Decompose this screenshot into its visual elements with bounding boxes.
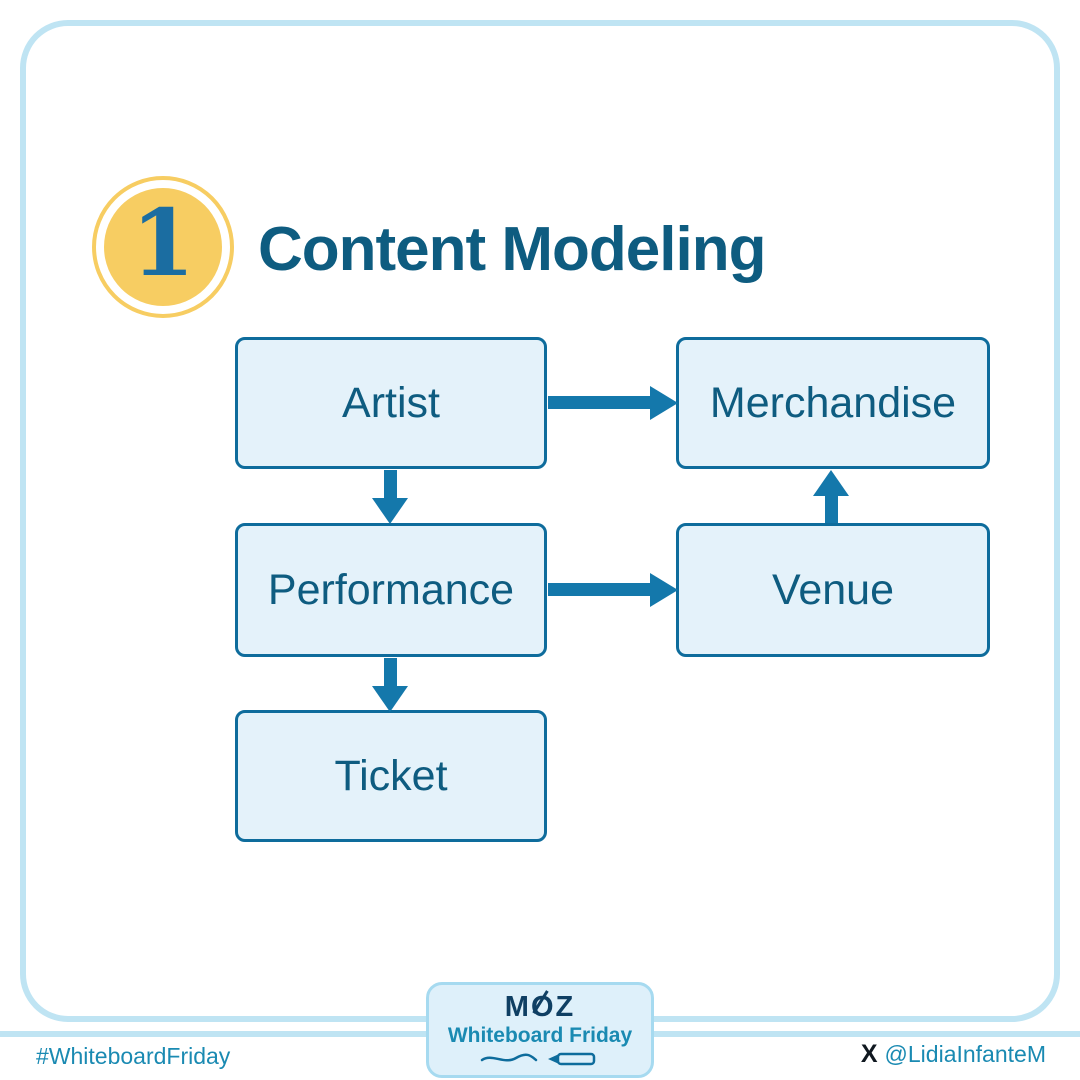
arrow-performance-to-venue-head-icon — [650, 573, 678, 607]
step-number: 1 — [130, 189, 195, 297]
rounded-frame-border — [20, 20, 1060, 1022]
footer-handle-group: X @LidiaInfanteM — [861, 1041, 1046, 1068]
footer-handle-text: @LidiaInfanteM — [884, 1041, 1046, 1067]
arrow-artist-to-merchandise-head-icon — [650, 386, 678, 420]
node-venue-label: Venue — [772, 565, 894, 614]
arrow-artist-to-performance-head-icon — [372, 498, 408, 524]
node-merchandise: Merchandise — [676, 337, 990, 469]
arrow-venue-to-merchandise-shaft — [825, 494, 838, 523]
arrow-artist-to-merchandise-shaft — [548, 396, 652, 409]
whiteboard-friday-label: Whiteboard Friday — [447, 1023, 633, 1047]
node-artist: Artist — [235, 337, 547, 469]
node-ticket-label: Ticket — [334, 751, 448, 800]
node-performance-label: Performance — [267, 565, 515, 614]
moz-whiteboard-friday-badge: MOZ Whiteboard Friday — [426, 982, 654, 1078]
node-merchandise-label: Merchandise — [709, 378, 957, 427]
marker-pen-doodle-icon — [480, 1052, 596, 1066]
arrow-performance-to-ticket-shaft — [384, 658, 397, 688]
footer-hashtag: #WhiteboardFriday — [36, 1043, 231, 1069]
node-artist-label: Artist — [342, 378, 440, 427]
arrow-performance-to-ticket-head-icon — [372, 686, 408, 712]
node-ticket: Ticket — [235, 710, 547, 842]
step-number-badge: 1 — [92, 176, 234, 318]
node-venue: Venue — [676, 523, 990, 657]
arrow-performance-to-venue-shaft — [548, 583, 652, 596]
page-title: Content Modeling — [258, 215, 766, 284]
arrow-venue-to-merchandise-head-icon — [813, 470, 849, 496]
moz-logo: MOZ — [504, 990, 576, 1023]
moz-logo-text: MOZ — [504, 990, 576, 1023]
step-number-circle: 1 — [104, 188, 222, 306]
node-performance: Performance — [235, 523, 547, 657]
arrow-artist-to-performance-shaft — [384, 470, 397, 500]
x-logo-icon: X — [860, 1040, 878, 1068]
